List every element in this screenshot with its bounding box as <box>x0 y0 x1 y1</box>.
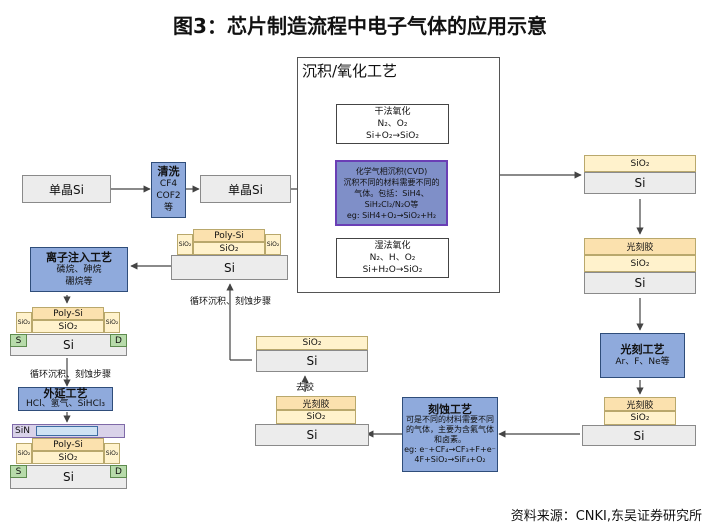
cvd-title: 化学气相沉积(CVD) <box>355 166 428 176</box>
spacer-sio2-left: SiO₂ <box>177 234 193 255</box>
wet-oxidation-box: 湿法氧化 N₂、H、O₂ Si+H₂O→SiO₂ <box>336 238 449 278</box>
ion-implant-title: 离子注入工艺 <box>46 250 112 264</box>
layer-polysi: Poly-Si <box>32 438 104 451</box>
photolithography-gas: Ar、F、Ne等 <box>615 356 670 367</box>
wet-oxidation-title: 湿法氧化 <box>374 241 411 251</box>
etch-line-3: 和卤素。 <box>434 434 466 444</box>
layer-si: Si <box>171 255 288 280</box>
source-note: 资料来源：CNKI,东吴证券研究所 <box>510 509 702 524</box>
layer-sio2: SiO₂ <box>256 336 368 350</box>
wafer-after-clean: 单晶Si <box>200 175 291 203</box>
dry-oxidation-title: 干法氧化 <box>374 107 411 117</box>
input-wafer: 单晶Si <box>22 175 111 203</box>
ion-implant-gas-1: 磷烷、砷烷 <box>56 264 102 275</box>
etch-line-1: 可是不同的材料需要不同 <box>406 414 494 424</box>
cvd-box: 化学气相沉积(CVD) 沉积不同的材料需要不同的 气体。包括：SiH4、 SiH… <box>335 160 448 226</box>
source-region: S <box>10 465 27 478</box>
layer-photoresist: 光刻胶 <box>584 238 696 255</box>
clean-process-box: 清洗 CF4 COF2 等 <box>151 162 186 218</box>
drain-region: D <box>110 465 127 478</box>
cvd-line-1: 沉积不同的材料需要不同的 <box>343 177 440 187</box>
ion-implant-box: 离子注入工艺 磷烷、砷烷 硼烷等 <box>30 247 128 292</box>
epitaxy-gas: HCl、氢气、SiHCl₃ <box>26 399 105 409</box>
sin-label: SiN <box>15 426 30 436</box>
layer-sio2: SiO₂ <box>584 155 696 172</box>
layer-sio2: SiO₂ <box>604 411 676 425</box>
cycle-label-1: 循环沉积、刻蚀步骤 <box>190 297 272 307</box>
wet-oxidation-gas: N₂、H、O₂ <box>369 253 416 263</box>
layer-sio2: SiO₂ <box>276 410 356 424</box>
layer-photoresist: 光刻胶 <box>276 396 356 410</box>
layer-photoresist: 光刻胶 <box>604 397 676 411</box>
layer-sio2: SiO₂ <box>193 242 265 255</box>
figure-title: 图3：芯片制造流程中电子气体的应用示意 <box>173 14 547 38</box>
wet-oxidation-reaction: Si+H₂O→SiO₂ <box>362 265 423 275</box>
spacer-sio2-left: SiO₂ <box>16 312 32 333</box>
layer-sio2: SiO₂ <box>32 451 104 464</box>
drain-region: D <box>110 334 127 347</box>
etch-line-2: 的气体，主要为含氟气体 <box>406 424 494 434</box>
cvd-line-2: 气体。包括：SiH4、 <box>354 188 429 198</box>
dry-oxidation-reaction: Si+O₂→SiO₂ <box>366 131 419 141</box>
deposition-frame-title: 沉积/氧化工艺 <box>302 62 398 80</box>
layer-polysi: Poly-Si <box>193 229 265 242</box>
dry-oxidation-box: 干法氧化 N₂、O₂ Si+O₂→SiO₂ <box>336 104 449 144</box>
clean-title: 清洗 <box>157 165 180 178</box>
cvd-line-3: SiH₂Cl₂/N₂O等 <box>364 199 419 209</box>
ion-implant-gas-2: 硼烷等 <box>65 276 93 287</box>
photolithography-title: 光刻工艺 <box>620 342 665 356</box>
etch-box: 刻蚀工艺 可是不同的材料需要不同 的气体，主要为含氟气体 和卤素。 eg: e⁻… <box>402 397 498 472</box>
strip-label: 去胶 <box>296 383 315 393</box>
etch-title: 刻蚀工艺 <box>428 402 472 416</box>
cycle-label-2: 循环沉积、刻蚀步骤 <box>30 370 112 380</box>
cvd-reaction: eg: SiH4+O₂→SiO₂+H₂ <box>346 210 437 220</box>
spacer-sio2-left: SiO₂ <box>16 443 32 464</box>
etch-reaction-2: 4F+SiO₂→SiF₄+O₂ <box>414 454 486 464</box>
spacer-sio2-right: SiO₂ <box>265 234 281 255</box>
epitaxy-title: 外延工艺 <box>43 387 88 400</box>
dry-oxidation-gas: N₂、O₂ <box>377 119 408 129</box>
source-region: S <box>10 334 27 347</box>
layer-si: Si <box>256 350 368 372</box>
clean-gas-2: COF2 <box>156 191 181 201</box>
layer-si: Si <box>582 425 696 446</box>
spacer-sio2-right: SiO₂ <box>104 312 120 333</box>
epitaxy-box: 外延工艺 HCl、氢气、SiHCl₃ <box>18 387 113 411</box>
clean-gas-3: 等 <box>163 203 173 213</box>
spacer-sio2-right: SiO₂ <box>104 443 120 464</box>
etch-reaction-1: eg: e⁻+CF₄→CF₃+F+e⁻ <box>404 444 496 454</box>
layer-si: Si <box>584 272 696 294</box>
layer-sio2: SiO₂ <box>32 320 104 333</box>
layer-si: Si <box>584 172 696 194</box>
clean-gas-1: CF4 <box>159 179 178 189</box>
photolithography-box: 光刻工艺 Ar、F、Ne等 <box>600 333 685 378</box>
layer-si: Si <box>255 424 369 446</box>
nitride-window <box>36 426 98 436</box>
layer-sio2: SiO₂ <box>584 255 696 272</box>
layer-polysi: Poly-Si <box>32 307 104 320</box>
